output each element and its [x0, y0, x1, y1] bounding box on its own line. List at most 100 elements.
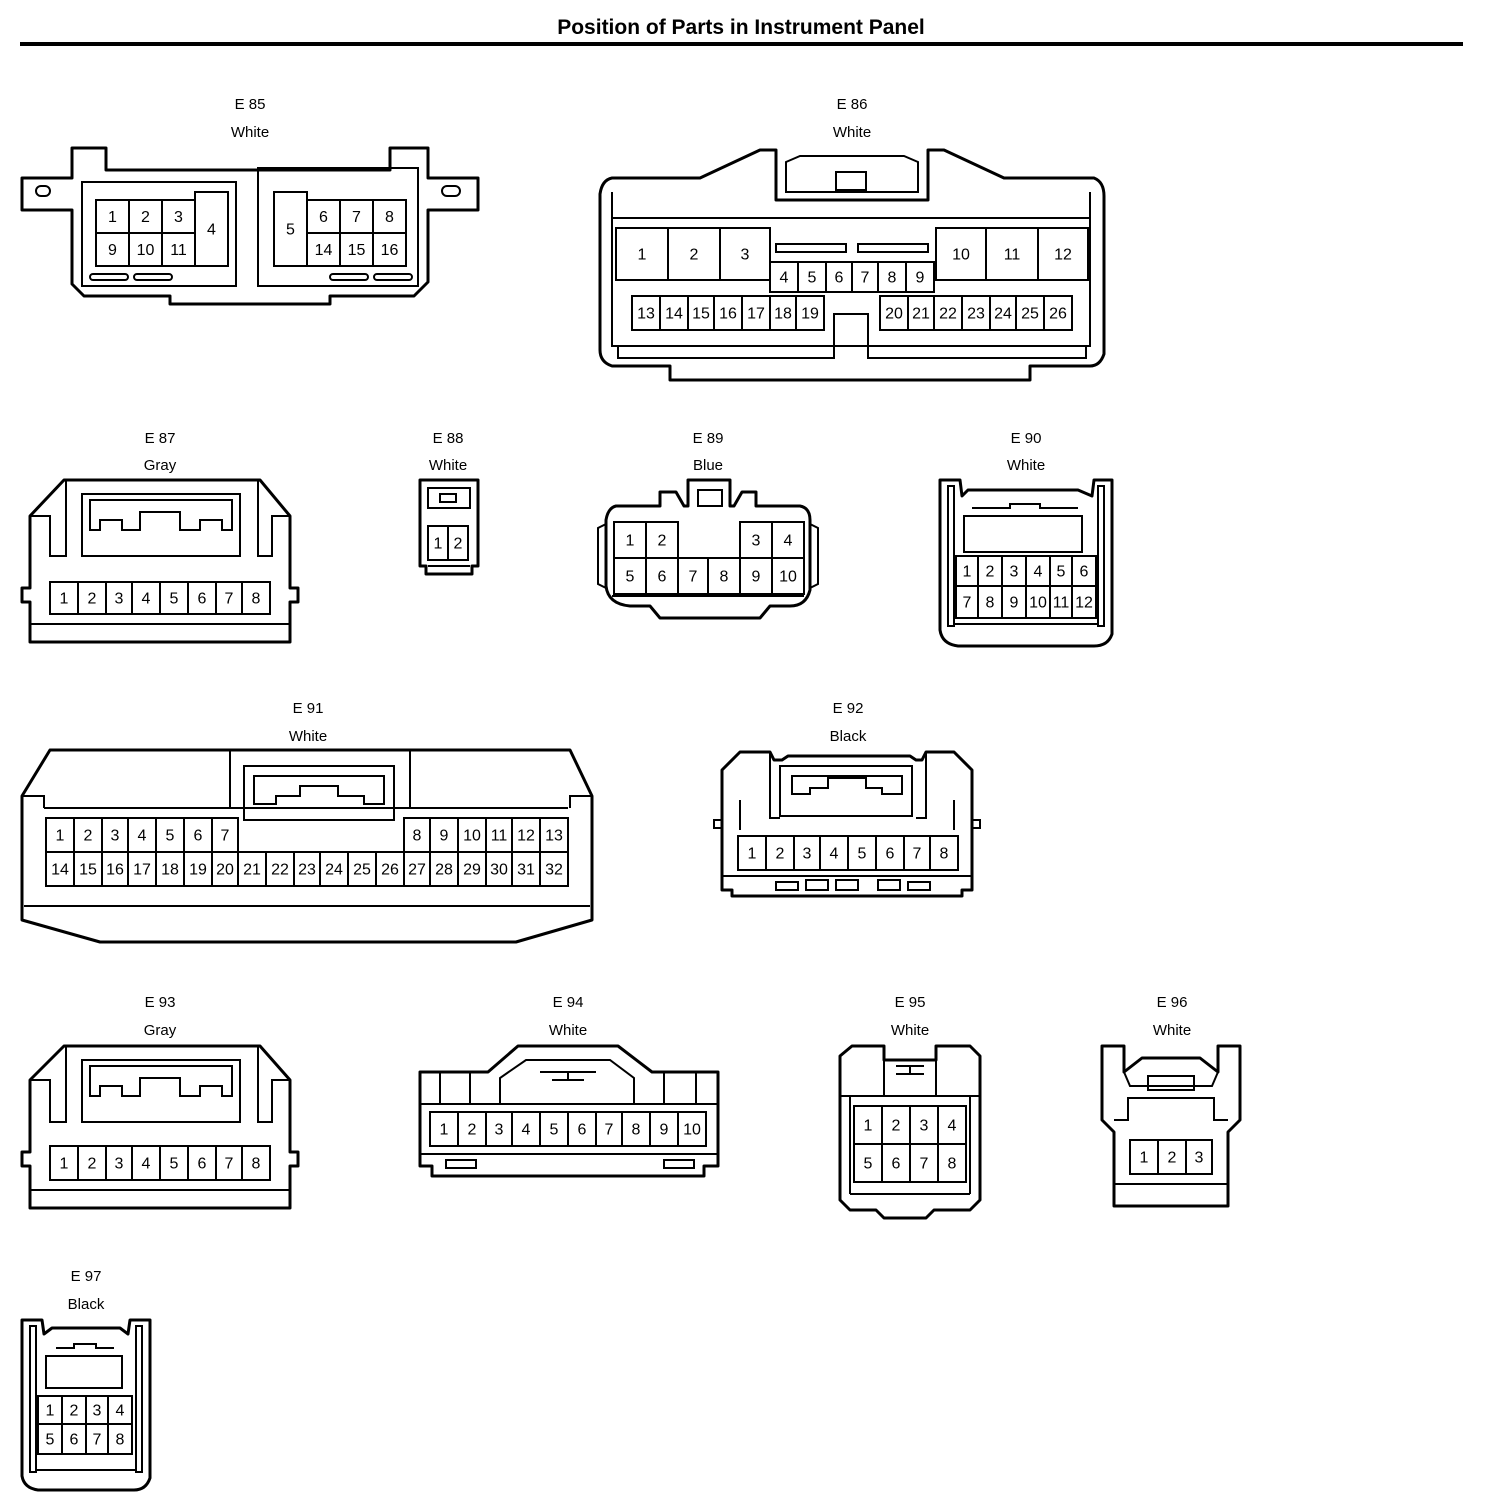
- pin-number: 2: [88, 591, 97, 608]
- pin-cell: [795, 295, 825, 331]
- pin-cell: [37, 1423, 63, 1455]
- pin-number: 4: [116, 1403, 125, 1420]
- connector-e88-code: E 88: [432, 430, 464, 447]
- pin-cell: [293, 851, 321, 887]
- pin-cell: [989, 295, 1017, 331]
- connector-e88-housing: [418, 478, 480, 576]
- pin-number: 29: [463, 862, 481, 879]
- pin-cell: [49, 1145, 79, 1181]
- pin-number: 10: [463, 828, 481, 845]
- connector-e89-color: Blue: [692, 457, 724, 474]
- pin-number: 7: [963, 595, 972, 612]
- pin-cell: [73, 851, 103, 887]
- pin-number: 7: [352, 209, 361, 226]
- connector-e92-color: Black: [829, 728, 867, 745]
- pin-number: 30: [490, 862, 508, 879]
- pin-cell: [769, 295, 797, 331]
- pin-number: 4: [784, 533, 793, 550]
- connector-e90-color: White: [1006, 457, 1046, 474]
- pin-number: 1: [748, 846, 757, 863]
- pin-number: 5: [808, 270, 817, 287]
- connector-e93-housing: [20, 1044, 300, 1210]
- pin-number: 1: [638, 247, 647, 264]
- connector-e94-color: White: [548, 1022, 588, 1039]
- connector-e94-code: E 94: [552, 994, 584, 1011]
- pin-number: 2: [776, 846, 785, 863]
- connector-e96-housing: [1100, 1044, 1242, 1208]
- pin-number: 15: [79, 862, 97, 879]
- connector-e95-color: White: [890, 1022, 930, 1039]
- connector-e91-housing: [20, 748, 594, 944]
- pin-cell: [1037, 227, 1089, 281]
- pin-number: 3: [93, 1403, 102, 1420]
- pin-number: 3: [115, 591, 124, 608]
- pin-cell: [853, 1105, 883, 1145]
- pin-number: 6: [892, 1156, 901, 1173]
- connector-e96-code: E 96: [1156, 994, 1188, 1011]
- pin-cell: [61, 1423, 87, 1455]
- pin-cell: [159, 1145, 189, 1181]
- pin-number: 11: [491, 828, 508, 845]
- pin-cell: [719, 227, 771, 281]
- pin-number: 1: [60, 591, 69, 608]
- pin-number: 5: [858, 846, 867, 863]
- pin-number: 8: [385, 209, 394, 226]
- connector-e92-housing: [713, 750, 981, 898]
- pin-number: 16: [719, 306, 737, 323]
- pin-cell: [187, 581, 217, 615]
- connector-e95-housing: [838, 1044, 982, 1220]
- pin-cell: [793, 835, 821, 871]
- pin-cell: [1043, 295, 1073, 331]
- pin-number: 6: [70, 1432, 79, 1449]
- connector-e89-housing: [597, 478, 819, 620]
- pin-number: 7: [913, 846, 922, 863]
- pin-number: 20: [216, 862, 234, 879]
- pin-number: 6: [198, 1156, 207, 1173]
- pin-number: 7: [920, 1156, 929, 1173]
- pin-cell: [339, 232, 374, 267]
- pin-cell: [1071, 555, 1097, 587]
- pin-number: 9: [1010, 595, 1019, 612]
- pin-number: 28: [435, 862, 453, 879]
- pin-number: 7: [861, 270, 870, 287]
- pin-number: 3: [174, 209, 183, 226]
- pin-number: 15: [692, 306, 710, 323]
- connector-e92-code: E 92: [832, 700, 864, 717]
- pin-number: 7: [93, 1432, 102, 1449]
- pin-cell: [187, 1145, 217, 1181]
- pin-cell: [977, 585, 1003, 619]
- pin-number: 2: [658, 533, 667, 550]
- pin-cell: [909, 1143, 939, 1183]
- pin-number: 9: [108, 242, 117, 259]
- pin-number: 6: [658, 569, 667, 586]
- pin-cell: [847, 835, 877, 871]
- connector-e85-housing: [20, 146, 480, 306]
- pin-cell: [128, 199, 163, 234]
- connector-e90-housing: [938, 478, 1114, 648]
- pin-cell: [905, 261, 935, 293]
- pin-cell: [771, 557, 805, 595]
- pin-number: 6: [194, 828, 203, 845]
- connector-e89-code: E 89: [692, 430, 724, 447]
- pin-number: 5: [864, 1156, 873, 1173]
- pin-number: 18: [774, 306, 792, 323]
- pin-number: 4: [138, 828, 147, 845]
- pin-number: 27: [408, 862, 426, 879]
- pin-cell: [907, 295, 935, 331]
- pin-number: 19: [801, 306, 819, 323]
- pin-cell: [105, 581, 133, 615]
- pin-number: 9: [440, 828, 449, 845]
- pin-cell: [183, 817, 213, 853]
- pin-cell: [741, 295, 771, 331]
- pin-number: 3: [741, 247, 750, 264]
- pin-cell: [319, 851, 349, 887]
- pin-number: 5: [46, 1432, 55, 1449]
